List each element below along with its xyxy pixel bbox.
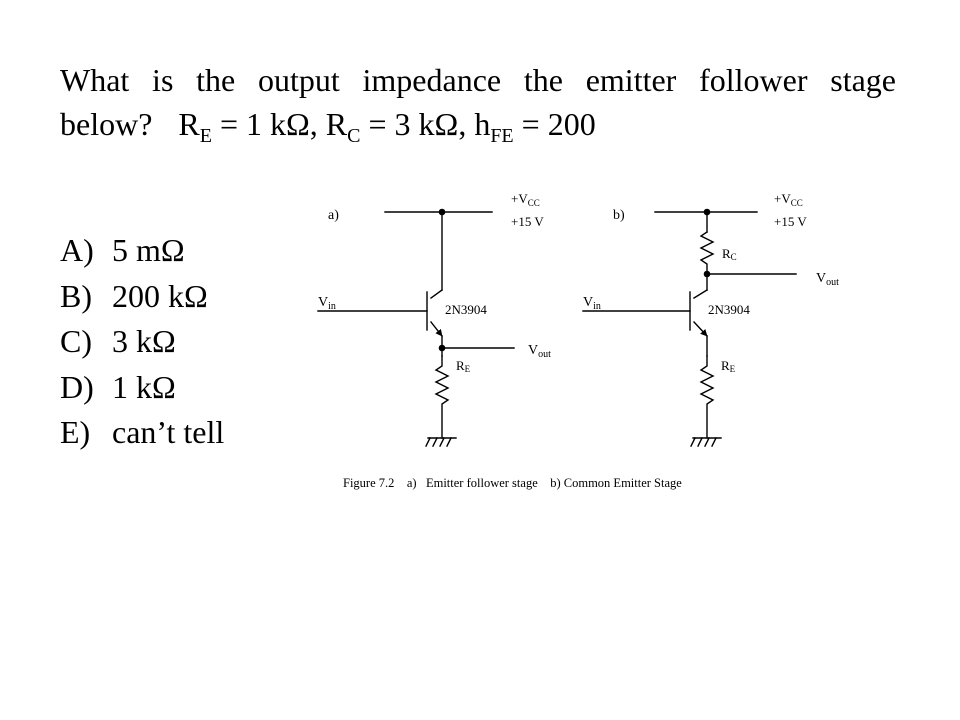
answer-letter: E) [60,414,91,450]
circuit-b-re-label: RE [721,358,736,374]
answer-text: 3 kΩ [112,323,176,359]
answer-text: 200 kΩ [112,277,208,314]
question-text: What is the output impedance the emitter… [60,58,896,146]
circuit-a-vout-label: Vout [528,343,551,360]
circuit-b-transistor-label: 2N3904 [708,302,750,317]
answer-text: 1 kΩ [112,368,176,405]
answer-b: B) 200 kΩ [60,274,224,320]
question-line-2: below? RE = 1 kΩ, RC = 3 kΩ, hFE = 200 [60,102,896,146]
answer-text: can’t tell [112,414,225,450]
answer-a: A) 5 mΩ [60,228,224,274]
param-rc: RC = 3 kΩ, [325,106,475,147]
circuit-a-transistor-label: 2N3904 [445,302,487,317]
circuit-a-vcc-label: +VCC [511,191,540,208]
answer-letter: C) [60,323,92,359]
answer-letter: B) [60,277,92,314]
answer-text: 5 mΩ [112,232,185,268]
answer-e: E) can’t tell [60,410,224,456]
junction-dot [703,208,711,216]
circuit-a-re-label: RE [456,358,471,374]
junction-dot [703,270,711,278]
circuit-b-vcc-value: +15 V [774,214,807,229]
circuit-a-wiring [317,211,515,447]
circuit-a-vcc-value: +15 V [511,214,544,229]
question-prefix: below? [60,106,153,142]
answer-letter: D) [60,368,94,405]
circuit-b-vin-label: Vin [583,295,601,312]
circuit-a-label: a) [328,208,339,223]
circuit-a-vin-label: Vin [318,295,336,312]
answer-d: D) 1 kΩ [60,365,224,411]
figure-caption: Figure 7.2 a) Emitter follower stage b) … [343,476,682,490]
param-hfe: hFE = 200 [474,106,596,147]
circuit-b-rc-label: RC [722,246,737,262]
answer-list: A) 5 mΩ B) 200 kΩ C) 3 kΩ D) 1 kΩ E) can’t te… [60,228,224,456]
circuit-b-label: b) [613,208,625,223]
answer-letter: A) [60,232,94,268]
junction-dot [438,344,446,352]
circuit-b-vout-label: Vout [816,271,839,288]
param-re: RE = 1 kΩ, [178,106,326,147]
question-line-1: What is the output impedance the emitter… [60,62,896,98]
answer-c: C) 3 kΩ [60,319,224,365]
circuit-b-vcc-label: +VCC [774,191,803,208]
circuit-b-wiring [582,211,797,447]
junction-dot [438,208,446,216]
